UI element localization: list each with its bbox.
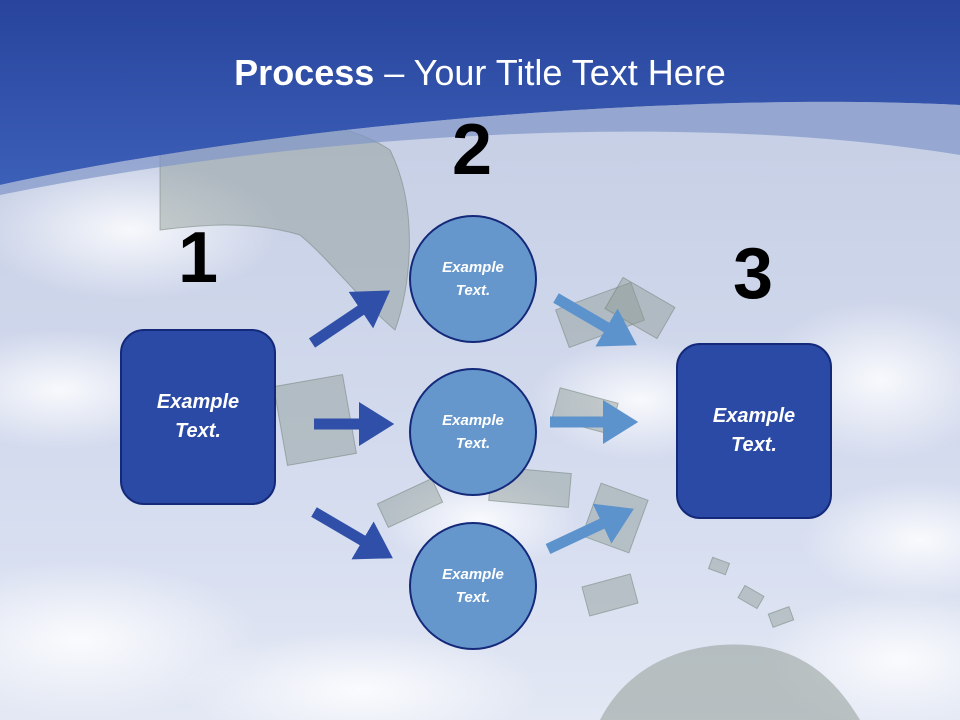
process-circle-bottom: Example Text.	[409, 522, 537, 650]
step-number-1: 1	[177, 218, 219, 298]
header-band	[0, 0, 960, 185]
box-left-label: Example Text.	[156, 391, 240, 442]
process-box-left: Example Text.	[120, 329, 276, 505]
arrow-box1-to-circle-top	[308, 290, 391, 348]
money-pile-decoration	[600, 644, 860, 720]
step-number-2: 2	[451, 110, 493, 190]
box-right-label: Example Text.	[712, 405, 796, 456]
circle-top-label: Example Text.	[442, 259, 504, 299]
title-bold: Process	[234, 52, 375, 93]
process-box-right: Example Text.	[676, 343, 832, 519]
arrow-circle-bottom-to-box3	[545, 503, 634, 554]
process-circle-middle: Example Text.	[409, 368, 537, 496]
arrow-box1-to-circle-bottom	[311, 507, 393, 560]
circle-bottom-label: Example Text.	[442, 566, 504, 606]
title-rest: – Your Title Text Here	[374, 52, 726, 93]
slide-title: Process – Your Title Text Here	[0, 52, 960, 94]
header-light-arc	[0, 101, 960, 195]
circle-middle-label: Example Text.	[442, 412, 504, 452]
process-circle-top: Example Text.	[409, 215, 537, 343]
step-number-3: 3	[732, 234, 774, 314]
arrow-circle-top-to-box3	[553, 293, 637, 347]
